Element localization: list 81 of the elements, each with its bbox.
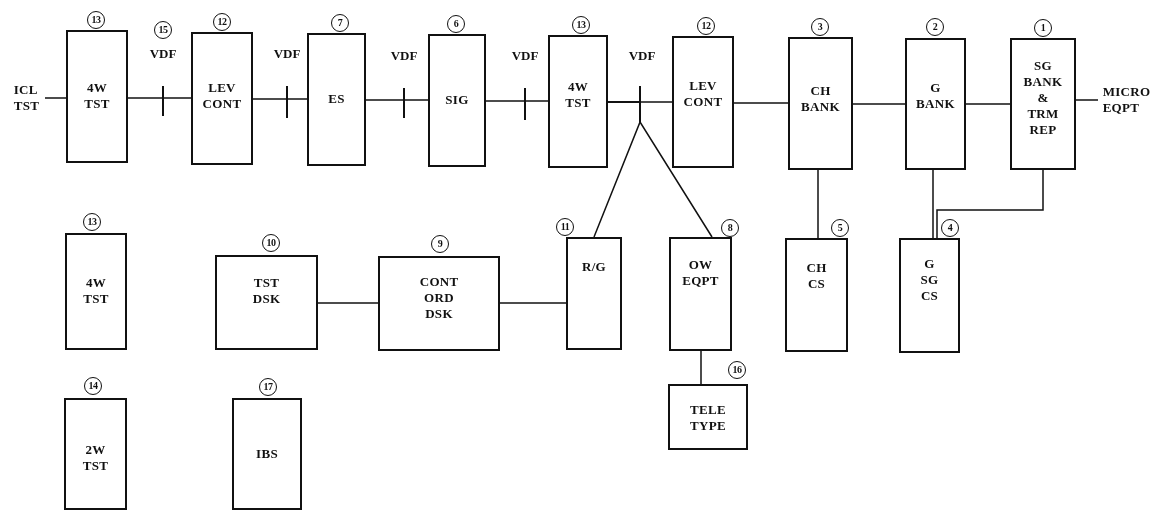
block-label: TST DSK [252, 275, 281, 307]
equipment-block [428, 34, 486, 167]
equipment-block [232, 398, 302, 510]
equipment-block [899, 238, 960, 353]
callout-number: 10 [262, 234, 280, 252]
callout-number: 15 [154, 21, 172, 39]
callout-number: 13 [83, 213, 101, 231]
callout-number: 7 [331, 14, 349, 32]
callout-number: 12 [697, 17, 715, 35]
block-label: LEV CONT [202, 80, 242, 112]
block-label: 4W TST [84, 80, 110, 112]
callout-number: 5 [831, 219, 849, 237]
equipment-block [905, 38, 966, 170]
callout-number: 13 [572, 16, 590, 34]
connector-line [852, 103, 906, 105]
block-label: 4W TST [83, 275, 109, 307]
connector-line [44, 97, 67, 99]
block-label: ES [328, 91, 345, 107]
equipment-block [65, 233, 127, 350]
callout-number: 4 [941, 219, 959, 237]
connector-line [607, 101, 713, 238]
terminal-label: MICRO EQPT [1102, 84, 1151, 116]
block-label: CH CS [806, 260, 827, 292]
connector-line [965, 103, 1011, 105]
equipment-block [378, 256, 500, 351]
equipment-block [669, 237, 732, 351]
connector-line [499, 302, 567, 304]
callout-number: 13 [87, 11, 105, 29]
block-label: SIG [445, 92, 469, 108]
equipment-block [66, 30, 128, 163]
connector-line [817, 169, 819, 239]
block-label: SG BANK & TRM REP [1023, 58, 1063, 138]
callout-number: 8 [721, 219, 739, 237]
connector-line [700, 350, 702, 385]
callout-number: 1 [1034, 19, 1052, 37]
equipment-block [785, 238, 848, 352]
frame-label: VDF [628, 48, 656, 64]
frame-label: VDF [390, 48, 418, 64]
block-label: CH BANK [801, 83, 840, 115]
connector-line [485, 100, 549, 102]
equipment-block [64, 398, 127, 510]
equipment-block [215, 255, 318, 350]
callout-number: 3 [811, 18, 829, 36]
block-label: CONT ORD DSK [419, 274, 459, 322]
connector-line [936, 169, 1044, 239]
block-label: 2W TST [82, 442, 109, 474]
equipment-block [548, 35, 608, 168]
block-label: 4W TST [565, 79, 591, 111]
equipment-block [788, 37, 853, 170]
equipment-block [191, 32, 253, 165]
callout-number: 6 [447, 15, 465, 33]
callout-number: 9 [431, 235, 449, 253]
equipment-block [566, 237, 622, 350]
block-label: OW EQPT [682, 257, 719, 289]
connector-line [127, 97, 192, 99]
connector-line [1075, 99, 1099, 101]
connector-line [317, 302, 379, 304]
block-label: G SG CS [920, 256, 939, 304]
connector-line [932, 169, 934, 239]
callout-number: 12 [213, 13, 231, 31]
callout-number: 17 [259, 378, 277, 396]
equipment-block [307, 33, 366, 166]
callout-number: 2 [926, 18, 944, 36]
block-label: TELE TYPE [690, 402, 726, 434]
connector-line [252, 98, 308, 100]
frame-label: VDF [149, 46, 177, 62]
block-label: R/G [582, 259, 606, 275]
equipment-block [672, 36, 734, 168]
block-label: IBS [256, 446, 278, 462]
block-label: G BANK [916, 80, 955, 112]
equipment-block [1010, 38, 1076, 170]
terminal-label: ICL TST [13, 81, 40, 114]
callout-number: 11 [556, 218, 574, 236]
block-label: LEV CONT [683, 78, 723, 110]
connector-line [733, 102, 789, 104]
frame-label: VDF [511, 48, 539, 64]
callout-number: 14 [84, 377, 102, 395]
equipment-block [668, 384, 748, 450]
callout-number: 16 [728, 361, 746, 379]
frame-label: VDF [273, 46, 301, 62]
connector-line [365, 99, 429, 101]
